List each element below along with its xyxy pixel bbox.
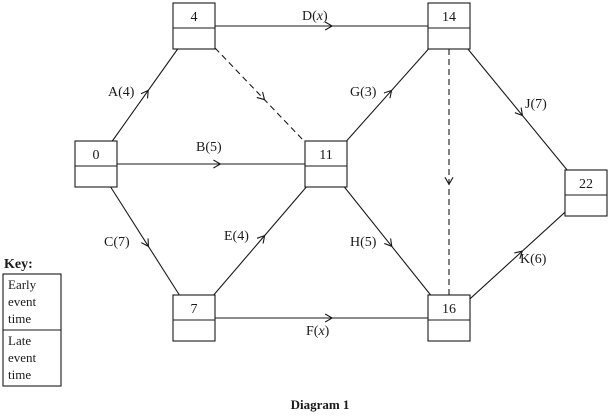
event-node-box xyxy=(74,140,118,188)
activity-e-label: E(4) xyxy=(224,229,249,244)
activity-e-arc-arrowhead xyxy=(256,234,266,244)
activity-g-label: G(3) xyxy=(350,85,377,100)
activity-b-label: B(5) xyxy=(196,140,222,155)
key-early-line-1: Early xyxy=(8,277,37,292)
event-node-box xyxy=(172,294,216,342)
dummy-activity-1-arrowhead xyxy=(256,91,266,101)
key-late-line-1: Late xyxy=(8,333,31,348)
activity-e-arc xyxy=(213,186,307,296)
event-node-box xyxy=(427,2,471,50)
activity-k-label: K(6) xyxy=(520,252,547,267)
event-node-box xyxy=(172,2,216,50)
event-nodes: 0 4 7 11 14 16 22 xyxy=(74,2,608,342)
key-late-line-2: event xyxy=(8,350,37,365)
early-event-time: 22 xyxy=(579,177,593,192)
activity-h-label: H(5) xyxy=(350,235,377,250)
activity-j-arc-arrowhead xyxy=(514,107,524,117)
activity-a-arc-arrowhead xyxy=(140,89,149,99)
activity-f-label: F(x) xyxy=(306,324,330,339)
event-node-14: 14 xyxy=(427,2,471,50)
early-event-time: 14 xyxy=(442,10,456,25)
key-early-line-3: time xyxy=(8,311,31,326)
key-title: Key: xyxy=(4,257,33,272)
event-node-box xyxy=(304,140,348,188)
activity-k-arc xyxy=(469,211,566,300)
activity-g-arc-arrowhead xyxy=(383,89,393,99)
activity-b-arc-arrowhead xyxy=(213,159,222,169)
activity-c-arc xyxy=(110,186,180,296)
activity-a-label: A(4) xyxy=(108,85,135,100)
activity-c-label: C(7) xyxy=(104,235,130,250)
activity-h-arc xyxy=(343,186,432,296)
activity-d-arc-arrowhead xyxy=(324,21,334,31)
event-node-0: 0 xyxy=(74,140,118,188)
activity-j-label: J(7) xyxy=(525,97,547,112)
activity-arcs xyxy=(110,21,568,323)
event-node-11: 11 xyxy=(304,140,348,188)
activity-j-arc xyxy=(467,48,568,171)
dummy-activity-2-arrowhead xyxy=(444,177,454,186)
activity-h-arc-arrowhead xyxy=(384,238,393,248)
event-node-4: 4 xyxy=(172,2,216,50)
event-node-box xyxy=(427,294,471,342)
early-event-time: 0 xyxy=(93,148,100,163)
event-node-box xyxy=(564,169,608,217)
activity-d-label: D(x) xyxy=(302,9,328,24)
early-event-time: 4 xyxy=(191,10,198,25)
activity-a-arc xyxy=(111,48,179,142)
activity-k-arc-arrowhead xyxy=(514,250,524,260)
event-node-7: 7 xyxy=(172,294,216,342)
diagram-caption: Diagram 1 xyxy=(291,397,350,412)
key-late-line-3: time xyxy=(8,367,31,382)
activity-c-arc-arrowhead xyxy=(141,238,150,248)
event-node-16: 16 xyxy=(427,294,471,342)
early-event-time: 16 xyxy=(442,302,456,317)
early-event-time: 7 xyxy=(191,302,198,317)
activity-g-arc xyxy=(346,48,429,142)
key-legend: Key: Early event time Late event time xyxy=(2,257,62,387)
activity-labels: A(4) B(5) C(7) D(x) E(4) F(x) G(3) H(5) J(7) K(6) xyxy=(104,9,547,339)
activity-f-arc-arrowhead xyxy=(324,313,334,323)
dummy-activity-1 xyxy=(214,47,306,143)
early-event-time: 11 xyxy=(319,148,332,163)
event-node-22: 22 xyxy=(564,169,608,217)
key-early-line-2: event xyxy=(8,294,37,309)
